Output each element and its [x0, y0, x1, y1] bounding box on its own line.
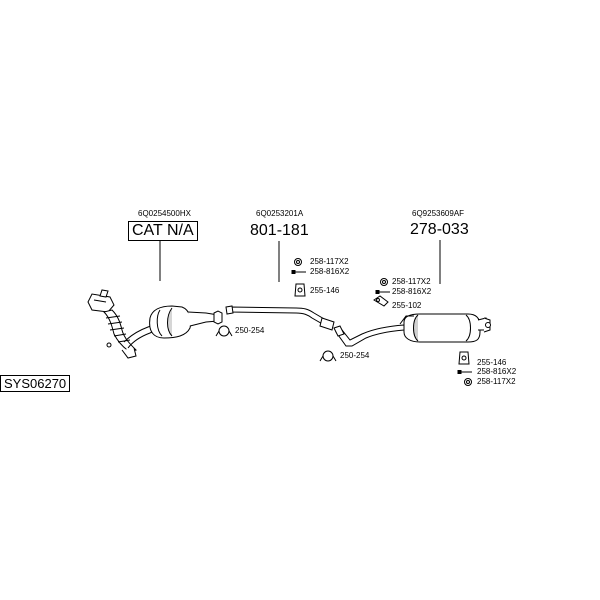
clamp-icon — [319, 350, 337, 362]
rubber-mount-label: 255-146 — [310, 286, 340, 295]
catalyst-part-number: CAT N/A — [128, 221, 198, 241]
system-id-label: SYS06270 — [0, 375, 71, 392]
rubber-mount-label: 255-146 — [477, 358, 507, 367]
bolt-icon — [291, 270, 306, 274]
rubber-mount-icon — [294, 283, 306, 297]
silencer-oem-number: 6Q9253609AF — [412, 209, 465, 218]
ring-label: 258-117X2 — [310, 257, 349, 266]
ring-label: 258-117X2 — [477, 377, 516, 386]
bolt-label: 258-816X2 — [310, 267, 350, 276]
silencer-part-number: 278-033 — [410, 221, 469, 238]
bolt-label: 258-816X2 — [392, 287, 432, 296]
catalyst-oem-number: 6Q0254500HX — [138, 209, 191, 218]
clamp-icon — [215, 325, 233, 337]
rubber-mount-icon — [458, 351, 470, 365]
ring-icon — [464, 378, 472, 386]
clamp-label: 250-254 — [235, 326, 265, 335]
rear-silencer — [399, 313, 491, 343]
bolt-label: 258-816X2 — [477, 367, 517, 376]
ring-icon — [380, 278, 388, 286]
front-downpipe — [87, 289, 137, 359]
bracket-label: 255-102 — [392, 301, 422, 310]
catalytic-converter — [123, 305, 223, 349]
rear-pipe — [333, 324, 405, 347]
middle-pipe-oem-number: 6Q0253201A — [256, 209, 304, 218]
bolt-icon — [375, 290, 390, 294]
middle-pipe-part-number: 801-181 — [250, 222, 309, 239]
clamp-label: 250-254 — [340, 351, 370, 360]
ring-icon — [294, 258, 302, 266]
bolt-icon — [457, 370, 472, 374]
middle-pipe — [225, 305, 335, 331]
ring-label: 258-117X2 — [392, 277, 431, 286]
bracket-icon — [373, 295, 389, 307]
